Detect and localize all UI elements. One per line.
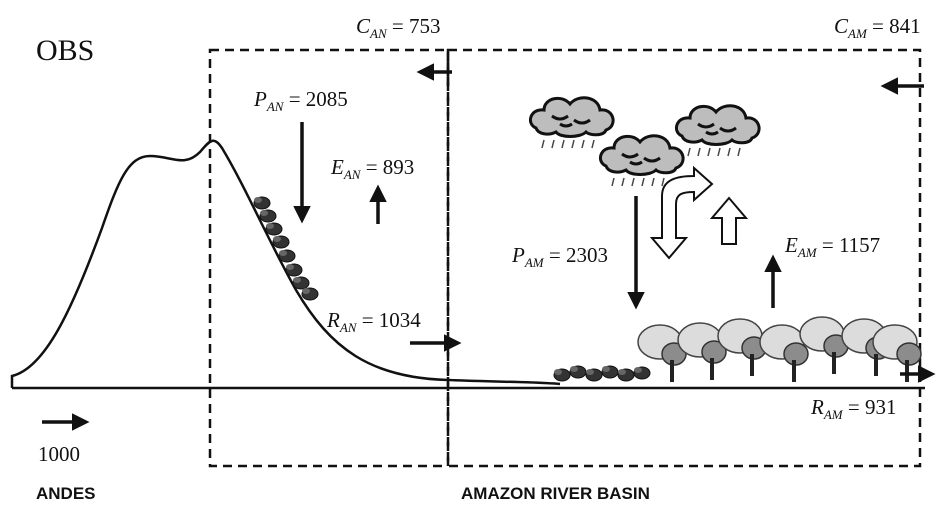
inflow-value: 1000 xyxy=(38,442,80,466)
region-label-amazon: AMAZON RIVER BASIN xyxy=(461,484,650,503)
amazon-canopy-icon xyxy=(637,316,922,383)
rain-cloud-icon-3 xyxy=(674,104,761,158)
label-E-AN: EAN = 893 xyxy=(330,155,414,182)
label-C-AN: CAN = 753 xyxy=(356,14,440,41)
region-label-andes: ANDES xyxy=(36,484,96,503)
label-R-AN: RAN = 1034 xyxy=(326,308,421,335)
lowland-forest-icon xyxy=(553,365,651,382)
label-E-AM: EAM = 1157 xyxy=(784,233,880,260)
rain-cloud-icon-2 xyxy=(598,134,685,188)
rain-cloud-icon-1 xyxy=(528,96,615,150)
label-P-AM: PAM = 2303 xyxy=(511,243,608,270)
amazon-box xyxy=(446,48,922,468)
label-R-AM: RAM = 931 xyxy=(810,395,896,422)
recycling-arrows-icon xyxy=(649,165,749,260)
label-C-AM: CAM = 841 xyxy=(834,14,921,41)
andes-box xyxy=(208,48,450,468)
slope-forest-icon xyxy=(253,196,319,301)
label-P-AN: PAN = 2085 xyxy=(253,87,348,114)
diagram-title: OBS xyxy=(36,34,94,67)
andes-mountain xyxy=(10,139,561,388)
